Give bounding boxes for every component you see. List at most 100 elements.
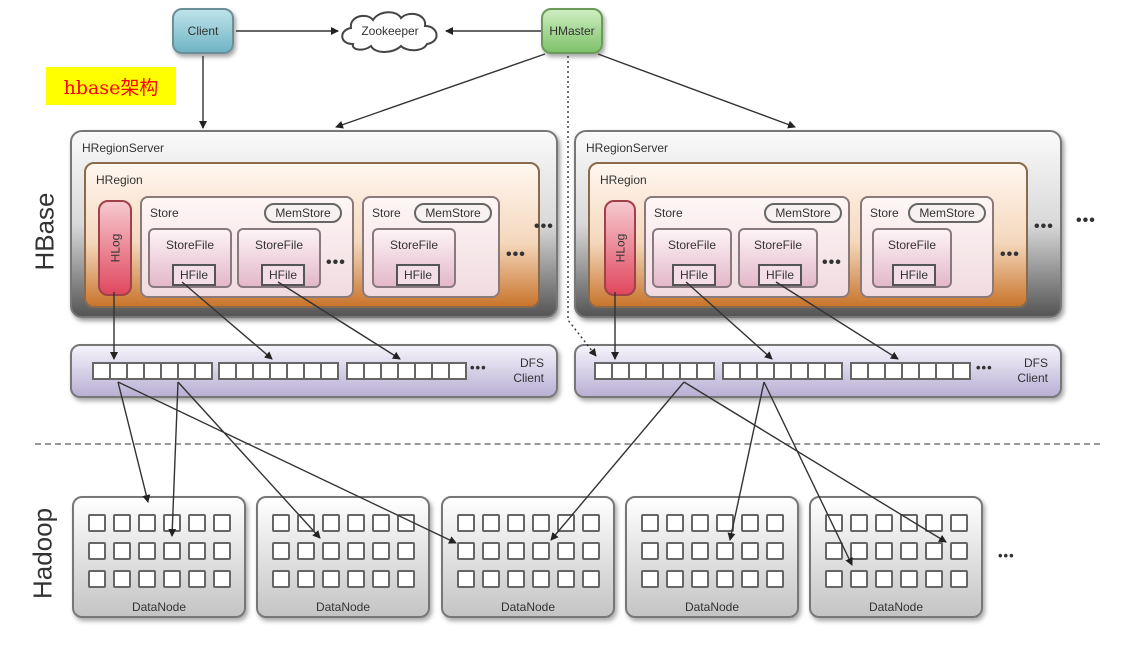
dfs-client-2[interactable]: ••• DFS Client	[574, 344, 1062, 398]
memstore[interactable]: MemStore	[264, 203, 342, 223]
more-datanodes-ellipsis: •••	[998, 548, 1015, 563]
dfs-client-label: DFS Client	[513, 356, 544, 386]
data-block	[925, 570, 943, 588]
client-node[interactable]: Client	[172, 8, 234, 54]
region-server-2[interactable]: HRegionServer HRegion HLog Store MemStor…	[574, 130, 1062, 318]
datanode[interactable]: DataNode	[625, 496, 799, 618]
dfs-label-line1: DFS	[1024, 356, 1048, 370]
data-block	[582, 570, 600, 588]
data-block	[950, 570, 968, 588]
memstore[interactable]: MemStore	[414, 203, 492, 223]
data-block	[641, 542, 659, 560]
hlog-label: HLog	[108, 233, 122, 263]
data-block	[582, 542, 600, 560]
storefile[interactable]: StoreFile HFile	[148, 228, 232, 288]
hlog[interactable]: HLog	[604, 200, 636, 296]
store-label: Store	[150, 206, 179, 220]
hadoop-label-text: Hadoop	[27, 507, 58, 600]
data-block	[88, 514, 106, 532]
data-block	[188, 514, 206, 532]
layer-divider	[35, 443, 1100, 445]
data-block	[113, 570, 131, 588]
hfile[interactable]: HFile	[172, 264, 216, 286]
arrow-hmaster-rs1	[335, 53, 546, 129]
data-block	[716, 514, 734, 532]
data-block	[900, 542, 918, 560]
data-block	[297, 570, 315, 588]
block-group	[218, 362, 339, 380]
store[interactable]: Store MemStore StoreFile HFile	[860, 196, 994, 298]
data-block	[163, 542, 181, 560]
block-group	[594, 362, 715, 380]
data-block	[188, 542, 206, 560]
data-block	[507, 514, 525, 532]
store[interactable]: Store MemStore StoreFile HFile StoreFile…	[140, 196, 354, 298]
datanode[interactable]: DataNode	[441, 496, 615, 618]
region-server-1[interactable]: HRegionServer HRegion HLog Store MemStor…	[70, 130, 558, 318]
data-block	[641, 514, 659, 532]
datanode[interactable]: DataNode	[809, 496, 983, 618]
hfile[interactable]: HFile	[396, 264, 440, 286]
arrow-dfs1-dn1a	[117, 381, 151, 503]
memstore[interactable]: MemStore	[908, 203, 986, 223]
memstore[interactable]: MemStore	[764, 203, 842, 223]
data-block	[766, 570, 784, 588]
datanode[interactable]: DataNode	[256, 496, 430, 618]
data-block	[766, 542, 784, 560]
more-blocks-ellipsis: •••	[470, 360, 487, 375]
datanode-label: DataNode	[131, 600, 187, 614]
data-block	[482, 514, 500, 532]
block-grid	[457, 514, 600, 588]
storefile[interactable]: StoreFile HFile	[237, 228, 321, 288]
zookeeper-node[interactable]: Zookeeper	[335, 8, 445, 54]
data-block	[163, 514, 181, 532]
arrow-hmaster-rs2	[597, 53, 796, 129]
hregion[interactable]: HRegion HLog Store MemStore StoreFile HF…	[84, 162, 540, 308]
data-block	[88, 570, 106, 588]
data-block	[825, 514, 843, 532]
data-block	[188, 570, 206, 588]
more-storefiles-ellipsis: •••	[326, 254, 346, 271]
block-grid	[825, 514, 968, 588]
storefile[interactable]: StoreFile HFile	[652, 228, 732, 288]
dfs-client-1[interactable]: ••• DFS Client	[70, 344, 558, 398]
store[interactable]: Store MemStore StoreFile HFile StoreFile…	[644, 196, 850, 298]
store[interactable]: Store MemStore StoreFile HFile	[362, 196, 500, 298]
data-block	[372, 514, 390, 532]
storefile[interactable]: StoreFile HFile	[372, 228, 456, 288]
hfile[interactable]: HFile	[672, 264, 716, 286]
client-label: Client	[187, 24, 219, 38]
data-block	[691, 542, 709, 560]
hfile[interactable]: HFile	[892, 264, 936, 286]
data-block	[900, 570, 918, 588]
hregion[interactable]: HRegion HLog Store MemStore StoreFile HF…	[588, 162, 1028, 308]
data-block	[875, 542, 893, 560]
cloud-icon	[341, 11, 438, 53]
datanode[interactable]: DataNode	[72, 496, 246, 618]
data-block	[397, 570, 415, 588]
data-block	[297, 514, 315, 532]
data-block	[322, 542, 340, 560]
data-block	[482, 570, 500, 588]
hlog[interactable]: HLog	[98, 200, 132, 296]
hregion-label: HRegion	[96, 173, 143, 187]
data-block	[113, 542, 131, 560]
data-block	[875, 570, 893, 588]
data-block	[347, 570, 365, 588]
hfile[interactable]: HFile	[261, 264, 305, 286]
storefile[interactable]: StoreFile HFile	[738, 228, 818, 288]
data-block	[213, 542, 231, 560]
hmaster-node[interactable]: HMaster	[541, 8, 603, 54]
storefile-label: StoreFile	[165, 238, 215, 252]
more-regions-ellipsis: •••	[534, 218, 554, 235]
data-block	[716, 542, 734, 560]
storefile[interactable]: StoreFile HFile	[872, 228, 952, 288]
hfile[interactable]: HFile	[758, 264, 802, 286]
region-server-label: HRegionServer	[82, 141, 165, 155]
data-block	[641, 570, 659, 588]
datanode-label: DataNode	[684, 600, 740, 614]
data-block	[507, 570, 525, 588]
data-block	[900, 514, 918, 532]
more-stores-ellipsis: •••	[506, 246, 526, 263]
data-block	[666, 514, 684, 532]
